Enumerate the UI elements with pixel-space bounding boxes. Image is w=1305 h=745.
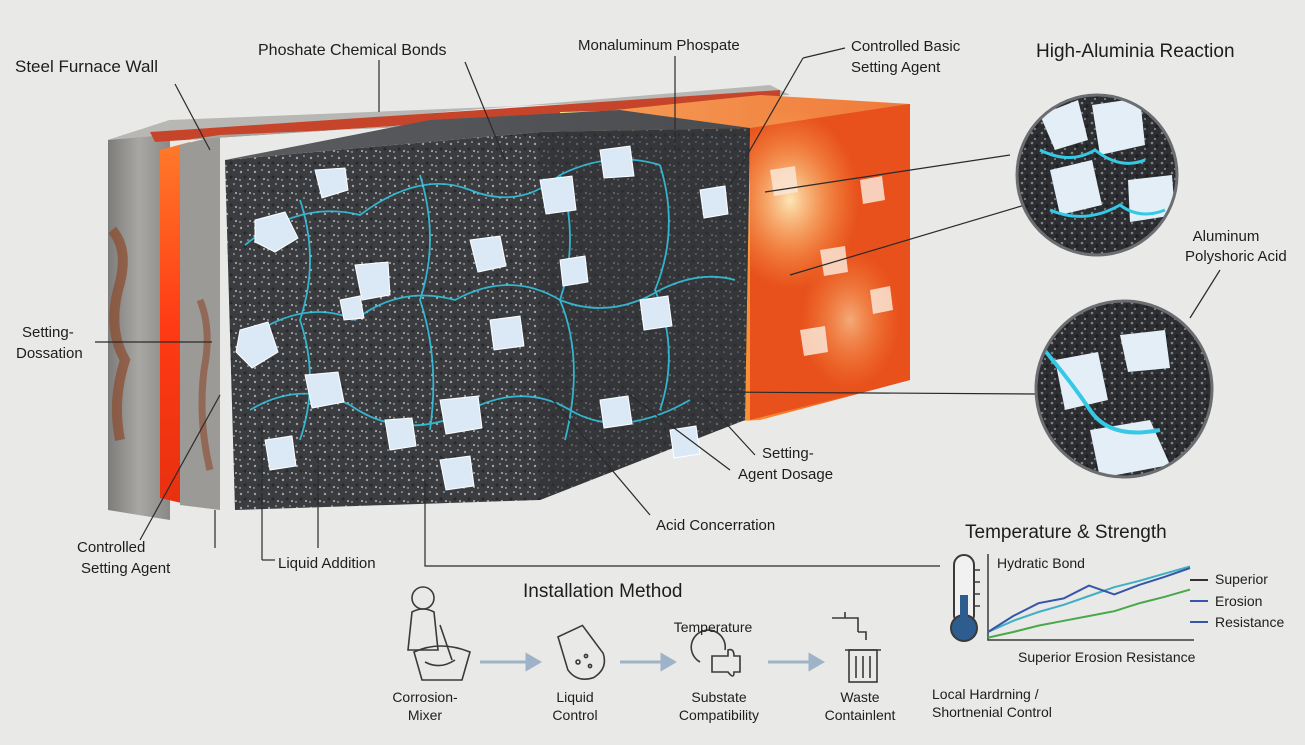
hot-grains	[770, 166, 893, 356]
step-substrate-line2: Compatibility	[678, 707, 760, 723]
label-setting-dossation-2: Dossation	[16, 345, 83, 362]
liquid-flask-icon	[557, 624, 606, 680]
step-substrate-line1: Substate	[691, 689, 747, 705]
label-setting-dosage-1: Setting-	[762, 445, 814, 462]
legend-resistance: Resistance	[1215, 614, 1285, 630]
label-controlled-setting-1: Controlled	[77, 539, 146, 556]
label-high-alumina: High-Aluminia Reaction	[1036, 41, 1235, 62]
step-mixer-line2: Mixer	[407, 707, 443, 723]
label-aluminum-acid-2: Polyshoric Acid	[1185, 248, 1287, 265]
step-waste-line1: Waste	[840, 689, 880, 705]
series-line-erosion	[987, 567, 1191, 633]
strength-title: Temperature & Strength	[965, 522, 1167, 543]
label-basic-agent-2: Setting Agent	[851, 59, 941, 76]
footnote-line2: Shortnenіal Control	[932, 704, 1052, 720]
series-line-resistance	[987, 588, 1191, 639]
magnify-circle-1	[1015, 93, 1179, 257]
label-monaluminum: Monaluminum Phospate	[578, 37, 740, 54]
leader-lines	[95, 47, 1221, 567]
legend-erosion: Erosion	[1215, 593, 1263, 609]
step-liquid-line2: Control	[552, 707, 598, 723]
aggregate-grains	[235, 145, 729, 491]
step-liquid-line1: Liquid	[556, 689, 594, 705]
series-line-superior	[987, 565, 1191, 633]
label-acid-concerration: Acid Concerration	[656, 517, 776, 534]
label-setting-dosage-2: Agent Dosage	[738, 466, 834, 483]
step-waste-line2: Containlent	[824, 707, 896, 723]
legend-superior: Superior	[1215, 571, 1268, 587]
label-basic-agent-1: Controlled Basic	[851, 38, 961, 55]
faucet-bin-icon	[832, 612, 881, 683]
label-liquid-addition: Liquid Addition	[278, 555, 376, 572]
arrow-3	[768, 652, 825, 672]
strength-subtitle: Hydratic Bond	[997, 555, 1085, 571]
arrow-1	[480, 652, 542, 672]
step-mixer-line1: Corrosion-	[392, 689, 458, 705]
chart-axes	[987, 554, 1194, 641]
footnote-line1: Local Hardrning /	[932, 686, 1039, 702]
label-steel-furnace-wall: Steel Furnace Wall	[15, 57, 158, 76]
label-controlled-setting-2: Setting Agent	[81, 560, 171, 577]
substrate-puzzle-icon	[690, 629, 741, 677]
magnify-circle-2	[1034, 299, 1214, 479]
strength-xlabel: Superior Erosion Resistance	[1018, 649, 1196, 665]
arrow-2	[620, 652, 677, 672]
label-setting-dossation-1: Setting-	[22, 324, 74, 341]
installation-title: Installation Method	[523, 581, 683, 602]
label-phosphate-bonds: Phoshate Chemical Bonds	[258, 42, 447, 59]
mixer-worker-icon	[407, 586, 471, 681]
thermometer-icon	[950, 554, 980, 642]
step-substrate-top: Temperature	[673, 619, 753, 635]
label-aluminum-acid-1: Aluminum	[1192, 228, 1260, 245]
strength-chart	[987, 554, 1208, 641]
